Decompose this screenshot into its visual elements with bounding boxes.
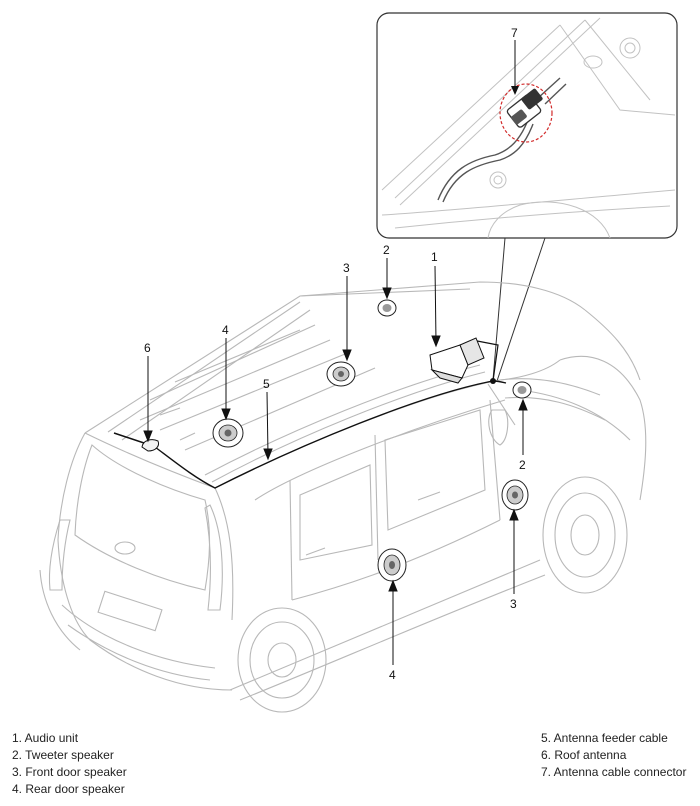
- callout-3-front-door-right: 3: [510, 597, 517, 611]
- tweeter-speaker-left-icon: [377, 299, 397, 317]
- callout-2-tweeter-right: 2: [519, 458, 526, 472]
- callout-6-roof-antenna: 6: [144, 341, 151, 355]
- front-door-speaker-right-icon: [501, 479, 529, 511]
- legend-item: 1. Audio unit: [12, 731, 79, 745]
- callout-4-rear-door-top: 4: [222, 323, 229, 337]
- callout-7-connector: 7: [511, 26, 518, 40]
- antenna-feeder-cable: [154, 380, 507, 489]
- cable-connector-icon: [506, 88, 543, 128]
- vehicle-outline: [39, 281, 647, 713]
- rear-door-speaker-top-icon: [212, 418, 244, 448]
- legend-left: 1. Audio unit 2. Tweeter speaker 3. Fron…: [12, 730, 127, 798]
- tweeter-speaker-right-icon: [512, 381, 532, 399]
- connector-detail-inset: 7: [376, 12, 678, 239]
- legend-right: 5. Antenna feeder cable 6. Roof antenna …: [541, 730, 686, 781]
- legend-item: 4. Rear door speaker: [12, 782, 125, 796]
- front-door-speaker-left-icon: [326, 361, 356, 387]
- callout-5-feeder-cable: 5: [263, 377, 270, 391]
- legend-item: 6. Roof antenna: [541, 748, 627, 762]
- callout-4-rear-door-bottom: 4: [389, 668, 396, 682]
- connector-highlight-circle: [499, 83, 553, 143]
- legend-item: 3. Front door speaker: [12, 765, 127, 779]
- audio-system-diagram: 7: [39, 12, 678, 713]
- callout-2-tweeter-left: 2: [383, 243, 390, 257]
- connector-point: [490, 378, 496, 384]
- callout-1-audio-unit: 1: [431, 250, 438, 264]
- legend-item: 7. Antenna cable connector: [541, 765, 687, 779]
- roof-antenna-icon: [113, 432, 159, 452]
- callout-3-front-door-left: 3: [343, 261, 350, 275]
- legend-item: 2. Tweeter speaker: [12, 748, 114, 762]
- rear-door-speaker-bottom-icon: [377, 548, 407, 582]
- audio-unit-icon: [429, 337, 485, 384]
- legend-item: 5. Antenna feeder cable: [541, 731, 668, 745]
